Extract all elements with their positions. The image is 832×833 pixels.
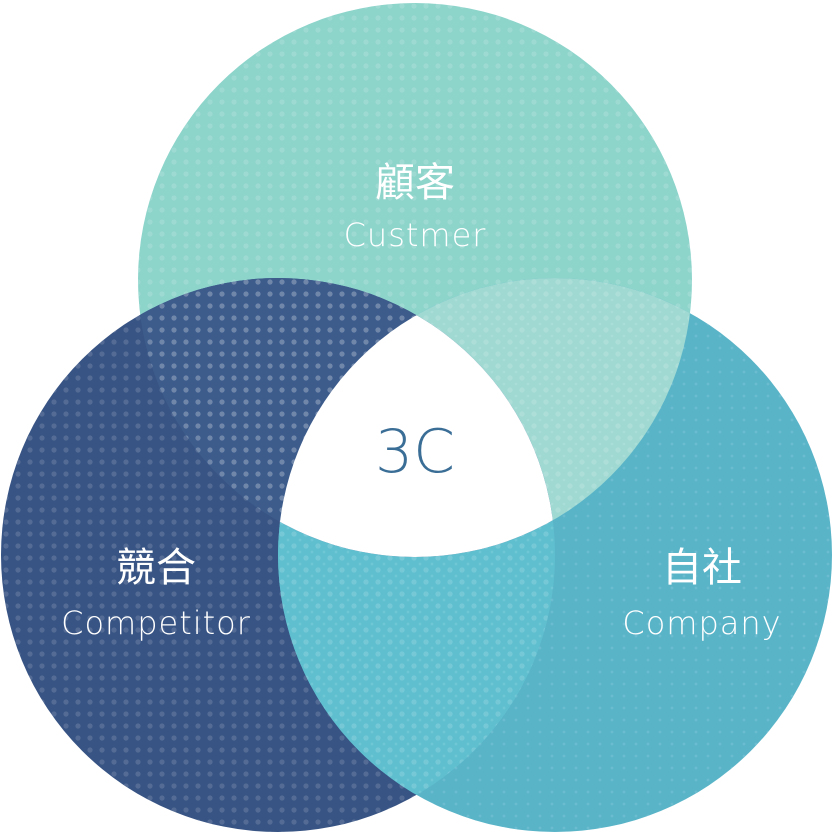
competitor-label-en: Competitor <box>61 604 251 642</box>
center-label: 3C <box>375 417 455 487</box>
company-label-jp: 自社 <box>662 545 742 591</box>
customer-label-en: Custmer <box>344 216 487 254</box>
company-label-en: Company <box>622 604 781 642</box>
customer-label-jp: 顧客 <box>375 160 455 206</box>
competitor-label-jp: 競合 <box>116 545 196 591</box>
center-intersection <box>278 278 555 557</box>
